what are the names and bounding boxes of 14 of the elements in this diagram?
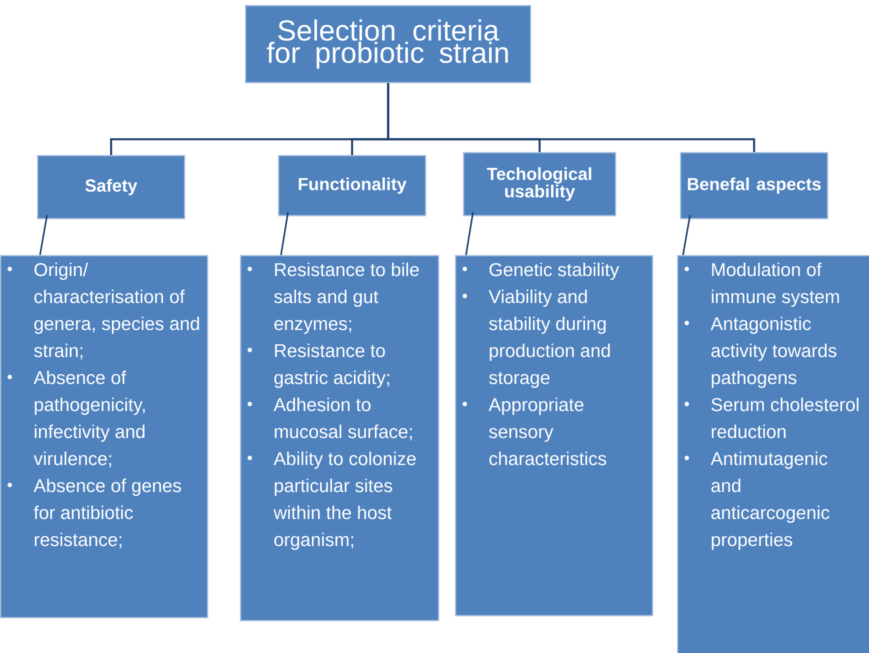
category-box: Functionality [278, 155, 426, 216]
connector-line [387, 83, 756, 152]
criteria-box: Modulation of immune system Antagonistic activity towards pathogens Serum cholesterol reduction Antimutagenic and anticarcogenic properties [677, 255, 869, 653]
title-box: Selection criteria for probiotic strain [245, 5, 532, 84]
category-box: Benefal aspects [680, 152, 828, 220]
connector-line [682, 215, 691, 256]
connector-line [280, 212, 289, 256]
criteria-box: Origin/ characterisation of genera, species and strain; Absence of pathogenicity, infectivity and virulence; Absence of genes for antibiotic resistance; [0, 255, 208, 618]
criteria-box: Resistance to bile salts and gut enzymes; Resistance to gastric acidity; Adhesion to mucosal surface; Ability to colonize particular sites within the host organism; [240, 255, 440, 622]
category-box: Safety [37, 155, 186, 220]
criteria-box: Genetic stability Viability and stability during production and storage Appropriate sensory characteristics [455, 255, 654, 616]
connector-line [39, 215, 48, 256]
connector-line [465, 212, 474, 256]
category-box: Techological usability [463, 152, 616, 216]
